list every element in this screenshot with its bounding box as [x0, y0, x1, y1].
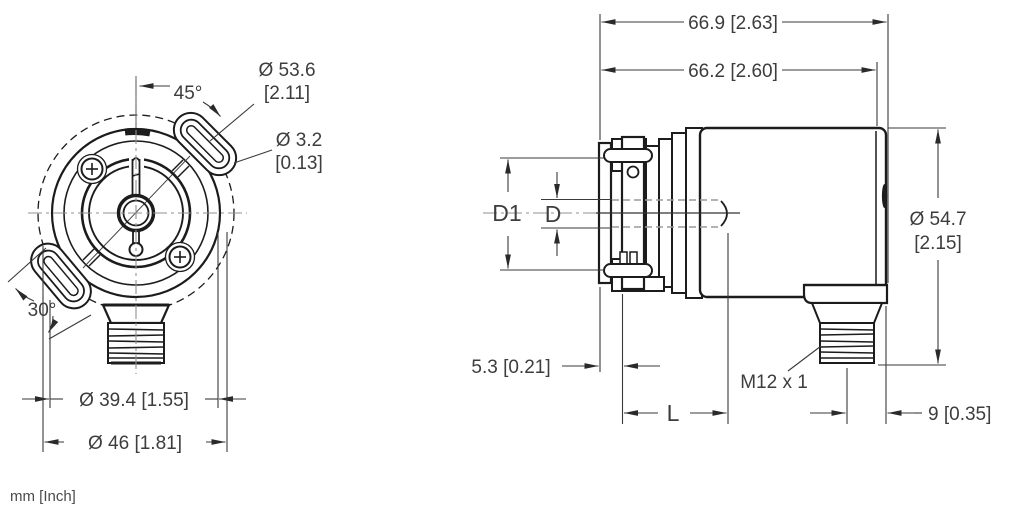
- dim-body-diameter: Ø 46 [1.81]: [88, 433, 182, 454]
- keyway-mark: [124, 128, 151, 137]
- dim-angle-top: 45°: [174, 83, 203, 104]
- side-view-dimensions: 66.9 [2.63] 66.2 [2.60] D1 D Ø 54.7 [2.1…: [471, 13, 991, 426]
- dim-slot-width: Ø 3.2: [276, 130, 322, 151]
- dim-body-length: 66.2 [2.60]: [688, 61, 778, 82]
- dim-flange-offset: 5.3 [0.21]: [471, 357, 550, 378]
- dim-connector-thread: M12 x 1: [740, 372, 808, 393]
- dim-slot-circle-inch: [2.11]: [264, 83, 310, 104]
- spring-slot-bottom: [30, 242, 92, 310]
- units-note: mm [Inch]: [10, 488, 76, 505]
- dim-shaft-diameter: D: [545, 201, 562, 227]
- dim-clamp-diameter: D1: [492, 200, 521, 226]
- shaft-bore-side: [483, 199, 740, 228]
- dim-insertion-depth: L: [667, 400, 680, 426]
- screw-bottom-right: [164, 241, 196, 273]
- dim-total-length: 66.9 [2.63]: [688, 13, 778, 34]
- dim-flange-diameter: Ø 39.4 [1.55]: [79, 390, 189, 411]
- dim-slot-circle: Ø 53.6: [258, 60, 315, 81]
- seal-mark: [881, 184, 888, 208]
- dim-housing-diameter: Ø 54.7: [909, 209, 966, 230]
- side-connector: [802, 283, 889, 364]
- encoder-body: [698, 126, 888, 299]
- dim-housing-diameter-inch: [2.15]: [914, 233, 962, 254]
- dim-connector-offset: 9 [0.35]: [928, 404, 991, 425]
- dim-slot-width-inch: [0.13]: [275, 153, 323, 174]
- dim-angle-bottom: 30°: [28, 300, 57, 321]
- screw-top-left: [76, 153, 108, 185]
- ring-spokes: [82, 159, 190, 267]
- front-view: [28, 80, 247, 374]
- side-view: [483, 126, 889, 364]
- front-view-dimensions: 45° Ø 53.6 [2.11] Ø 3.2 [0.13] 30° Ø 39.…: [7, 60, 323, 454]
- spring-slot-top: [172, 111, 238, 177]
